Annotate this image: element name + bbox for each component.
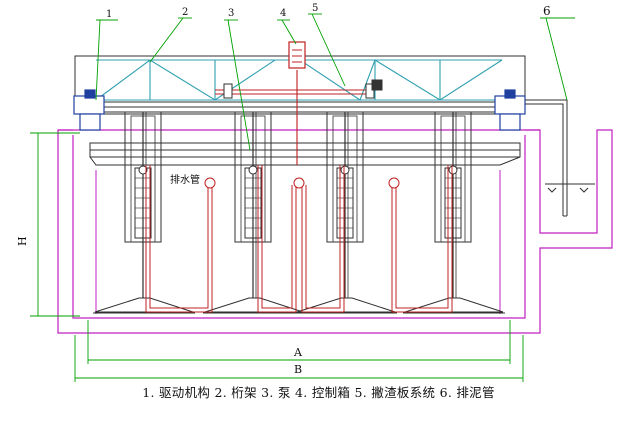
control-box [288, 41, 306, 69]
pump-column-1 [93, 111, 195, 314]
drive-mechanism-left [73, 89, 105, 131]
callout-1: 1 [106, 9, 112, 20]
drain-pipe-label: 排水管 [170, 173, 200, 186]
sludge-discharge-pipe [525, 99, 568, 217]
callout-5: 5 [312, 3, 318, 14]
callout-3: 3 [228, 8, 234, 19]
water-level-marks [545, 183, 595, 193]
dimension-a-label: A [293, 346, 303, 359]
callout-2: 2 [182, 7, 188, 18]
pump-columns [93, 111, 505, 314]
legend-caption: 1. 驱动机构 2. 桁架 3. 泵 4. 控制箱 5. 撇渣板系统 6. 排泥… [142, 385, 495, 400]
tank-inner-walls [95, 170, 501, 314]
pump-column-3 [295, 111, 397, 314]
dimension-b-label: B [294, 363, 302, 376]
tank-walls [57, 129, 613, 334]
drive-mechanism-right [494, 89, 526, 131]
callout-6: 6 [543, 4, 551, 18]
pump-column-4 [403, 111, 505, 314]
drain-pipes [145, 165, 453, 313]
height-label: H [16, 236, 29, 246]
bridge-deck [74, 55, 526, 166]
width-dimension-a [87, 320, 511, 364]
pump-column-2 [203, 111, 305, 314]
callout-4: 4 [280, 8, 286, 19]
callout-leaders [95, 13, 575, 151]
width-dimension-b [74, 335, 524, 382]
height-dimension [30, 132, 80, 317]
pipe-valves [223, 79, 383, 99]
callout-numbers: 1 2 3 4 5 6 [106, 3, 551, 20]
